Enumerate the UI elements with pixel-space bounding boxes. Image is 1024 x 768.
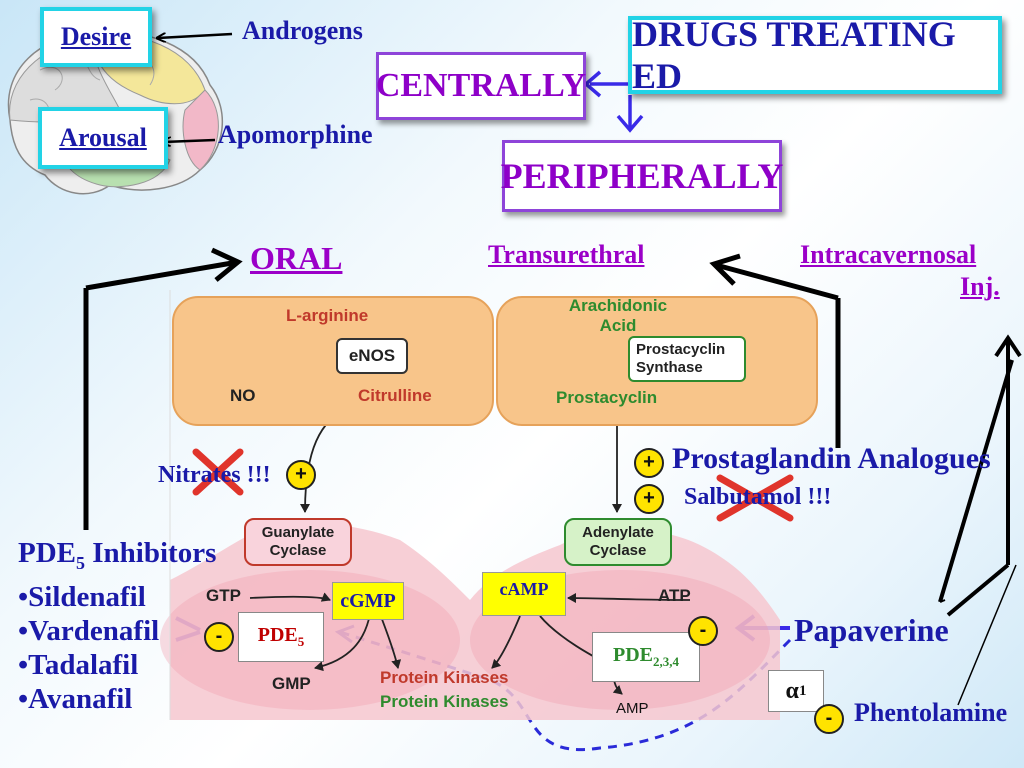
pde5-inhibitors-list: PDE5 Inhibitors •Sildenafil •Vardenafil … [18, 536, 216, 716]
gtp-label: GTP [206, 586, 241, 605]
androgens-label: Androgens [242, 16, 363, 45]
alpha-symbol: α [785, 677, 799, 704]
gmp-label: GMP [272, 674, 311, 693]
centrally-box: CENTRALLY [376, 52, 586, 120]
endothelial-cell-left [172, 296, 494, 426]
centrally-label: CENTRALLY [375, 67, 587, 104]
intracavernosal-route-arrow [938, 334, 1022, 706]
no-label: NO [230, 386, 256, 405]
transurethral-label: Transurethral [488, 240, 645, 269]
pde5-inhibitors-rest: Inhibitors [85, 537, 217, 569]
cgmp-label: cGMP [340, 589, 396, 612]
enos-label: eNOS [348, 346, 396, 365]
prostacyclin-synthase-box: Prostacyclin Synthase [628, 336, 746, 382]
nitrates-label: Nitrates !!! [158, 458, 271, 489]
pde234-sub: 2,3,4 [653, 654, 679, 669]
enos-box: eNOS [336, 338, 408, 374]
desire-box: Desire [40, 7, 152, 67]
guanylate-cyclase-box: Guanylate Cyclase [244, 518, 352, 566]
camp-label: cAMP [499, 579, 549, 599]
arousal-label: Arousal [59, 123, 147, 152]
pde5-inhibitors-base: PDE [18, 537, 76, 569]
pde5-label: PDE5 [258, 624, 305, 650]
phentolamine-label: Phentolamine [854, 698, 1008, 727]
pde5-sub: 5 [297, 634, 305, 649]
branch-arrows [583, 70, 644, 133]
cgmp-tag: cGMP [332, 582, 404, 620]
apomorphine-label: Apomorphine [218, 120, 373, 149]
prostacyclin-label: Prostacyclin [556, 388, 658, 407]
protein-kinases-green: Protein Kinases [380, 692, 509, 711]
drug-list-item: •Tadalafil [18, 648, 139, 681]
arousal-box: Arousal [38, 107, 168, 169]
apomorphine-arrow [163, 140, 216, 142]
pde5-inhibitors-heading: PDE5 Inhibitors [18, 536, 216, 580]
plus-sign-prostaglandin: + [634, 448, 664, 478]
plus-sign-nitrates: + [286, 460, 316, 490]
prostacyclin-synthase-line1: Prostacyclin [636, 341, 726, 358]
page-title: DRUGS TREATING ED [632, 14, 956, 96]
cross-out-salbutamol [716, 474, 794, 522]
adenylate-cyclase-box: Adenylate Cyclase [564, 518, 672, 566]
minus-sign-pde234: - [688, 616, 718, 646]
androgens-arrow [158, 34, 233, 38]
nitrates-text: Nitrates !!! [158, 462, 271, 488]
plus-sign-salbutamol: + [634, 484, 664, 514]
atp-label: ATP [658, 586, 691, 605]
intracavernosal-label: Intracavernosal [800, 240, 977, 269]
drug-list-item: •Sildenafil [18, 580, 146, 613]
pde5-tag: PDE5 [238, 612, 324, 662]
drug-list-item: •Avanafil [18, 682, 133, 715]
adenylate-line1: Adenylate [582, 524, 654, 541]
guanylate-line2: Cyclase [269, 542, 327, 559]
title-box: DRUGS TREATING ED [628, 14, 1002, 96]
amp-label: AMP [616, 700, 649, 717]
citrulline-label: Citrulline [358, 386, 432, 405]
prostaglandin-label: Prostaglandin Analogues [672, 442, 991, 475]
transurethral-route-arrow [709, 253, 841, 448]
inj-label: Inj. [960, 272, 1000, 301]
minus-sign-pde5: - [204, 622, 234, 652]
l-arginine-label: L-arginine [286, 306, 369, 325]
arachidonic-acid-label: Arachidonic Acid [558, 296, 678, 336]
pde234-base: PDE [613, 644, 653, 666]
guanylate-line1: Guanylate [261, 524, 335, 541]
minus-sign-alpha: - [814, 704, 844, 734]
pde5-inhibitors-sub: 5 [76, 552, 85, 573]
alpha-sub: 1 [798, 682, 807, 699]
peripherally-box: PERIPHERALLY [500, 140, 784, 212]
drug-list-item: •Vardenafil [18, 614, 160, 647]
papaverine-label: Papaverine [794, 612, 949, 648]
peripherally-label: PERIPHERALLY [500, 156, 784, 196]
oral-label: ORAL [250, 240, 343, 276]
arachidonic-line2: Acid [599, 316, 637, 335]
oral-route-arrow [83, 247, 243, 530]
pde5-base: PDE [257, 624, 298, 646]
camp-tag: cAMP [482, 572, 566, 616]
adenylate-line2: Cyclase [589, 542, 647, 559]
desire-label: Desire [60, 22, 132, 51]
salbutamol-label: Salbutamol !!! [684, 484, 832, 510]
pde234-tag: PDE2,3,4 [592, 632, 700, 682]
cross-out-nitrates [192, 448, 244, 496]
arachidonic-line1: Arachidonic [568, 296, 668, 315]
protein-kinases-red: Protein Kinases [380, 668, 509, 687]
prostacyclin-synthase-line2: Synthase [636, 359, 703, 376]
pde234-label: PDE2,3,4 [613, 644, 679, 670]
